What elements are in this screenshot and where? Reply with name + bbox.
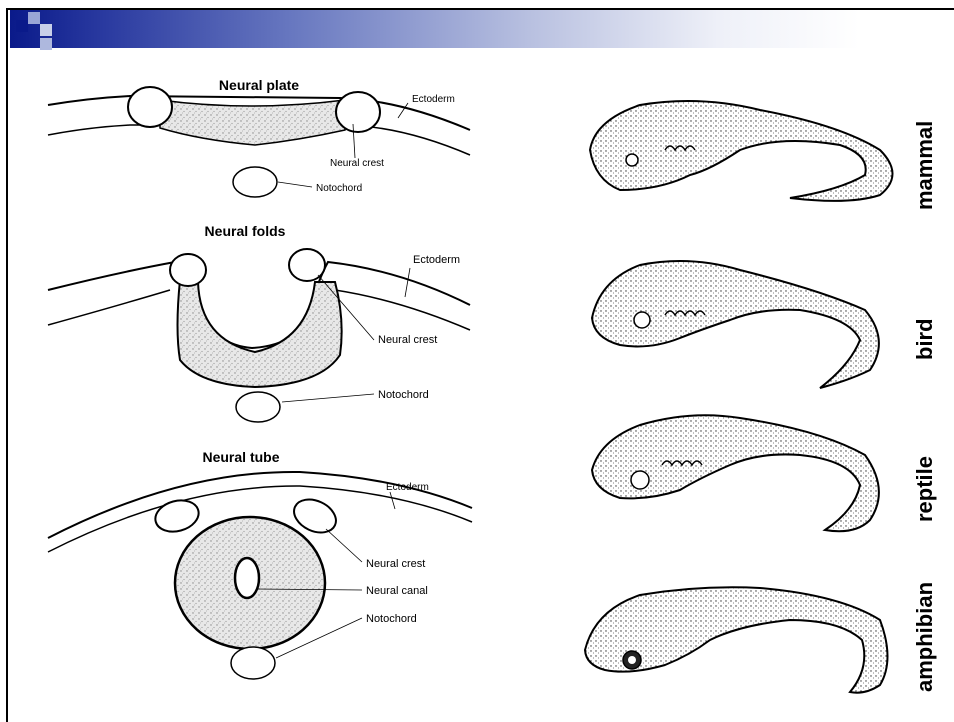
embryo-label: mammal xyxy=(912,121,937,210)
label-notochord: Notochord xyxy=(366,613,417,625)
embryo-mammal: mammal xyxy=(590,101,937,210)
embryo-label: reptile xyxy=(912,456,937,522)
stage-title: Neural plate xyxy=(219,77,299,93)
embryo-bird: bird xyxy=(592,261,937,388)
label-notochord: Notochord xyxy=(316,183,362,194)
stage-neural-folds: Neural folds Ectoderm Neural crest Notoc… xyxy=(48,223,470,422)
stage-title: Neural folds xyxy=(205,223,286,239)
embryo-amphibian: amphibian xyxy=(585,582,937,693)
embryo-reptile: reptile xyxy=(592,415,937,531)
embryo-label: amphibian xyxy=(912,582,937,692)
label-neural-crest: Neural crest xyxy=(330,158,384,169)
label-neural-crest: Neural crest xyxy=(378,334,437,346)
label-ectoderm: Ectoderm xyxy=(412,94,455,105)
label-neural-crest: Neural crest xyxy=(366,558,425,570)
label-notochord: Notochord xyxy=(378,389,429,401)
label-neural-canal: Neural canal xyxy=(366,585,428,597)
stage-neural-plate: Neural plate Ectoderm Neural crest Notoc… xyxy=(48,77,470,197)
embryo-label: bird xyxy=(912,318,937,360)
stage-title: Neural tube xyxy=(202,449,279,465)
label-ectoderm: Ectoderm xyxy=(413,254,460,266)
stage-neural-tube: Neural tube Ectoderm Neural crest Neural… xyxy=(48,449,472,679)
label-ectoderm: Ectoderm xyxy=(386,482,429,493)
